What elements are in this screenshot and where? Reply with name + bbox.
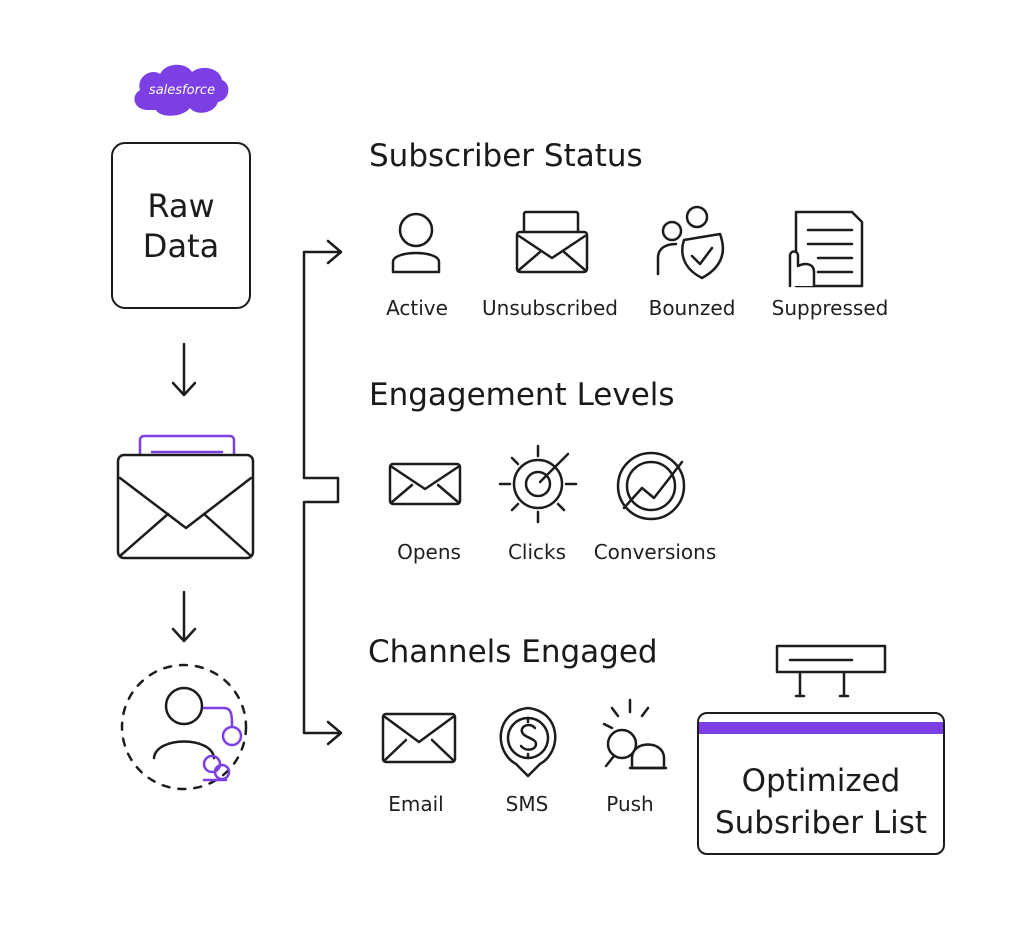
status-label-unsubscribed: Unsubscribed xyxy=(482,296,618,320)
list-tab-icon xyxy=(775,644,887,698)
optimized-list-line1: Optimized xyxy=(741,763,901,799)
engagement-levels-title: Engagement Levels xyxy=(369,377,675,413)
down-arrow-2 xyxy=(171,590,197,643)
person-shield-icon xyxy=(656,205,725,280)
envelope-icon-opens xyxy=(388,462,462,506)
engagement-label-clicks: Clicks xyxy=(507,540,567,564)
optimized-list-box: Optimized Subsriber List xyxy=(697,712,945,855)
engagement-label-opens: Opens xyxy=(397,540,461,564)
salesforce-logo-text: salesforce xyxy=(149,83,215,98)
email-with-letter-icon xyxy=(116,434,255,560)
subscriber-profile-icon xyxy=(120,663,248,791)
raw-data-line2: Data xyxy=(142,226,220,265)
envelope-icon-unsubscribed xyxy=(515,210,589,274)
channel-label-sms: SMS xyxy=(505,792,549,816)
status-label-active: Active xyxy=(386,296,448,320)
sms-bubble-icon xyxy=(499,706,557,778)
raw-data-box: Raw Data xyxy=(111,142,251,309)
down-arrow-1 xyxy=(171,342,197,397)
channels-engaged-title: Channels Engaged xyxy=(368,634,658,670)
channel-label-email: Email xyxy=(388,792,444,816)
raw-data-line1: Raw xyxy=(147,186,215,225)
channel-label-push: Push xyxy=(606,792,654,816)
salesforce-logo: salesforce xyxy=(134,64,229,116)
optimized-list-line2: Subsriber List xyxy=(714,805,928,841)
bracket-connector xyxy=(302,239,343,746)
cursor-target-icon xyxy=(498,444,578,524)
conversion-chart-icon xyxy=(616,451,686,521)
status-label-bounzed: Bounzed xyxy=(648,296,736,320)
status-label-suppressed: Suppressed xyxy=(771,296,889,320)
subscriber-status-title: Subscriber Status xyxy=(369,138,643,174)
envelope-icon-email xyxy=(381,712,457,764)
optimized-list-text: Optimized Subsriber List xyxy=(699,760,943,844)
document-hand-icon xyxy=(788,210,864,288)
optimized-list-accent-bar xyxy=(699,722,943,734)
push-bell-icon xyxy=(602,698,668,770)
engagement-label-conversions: Conversions xyxy=(593,540,717,564)
person-icon xyxy=(391,212,441,274)
